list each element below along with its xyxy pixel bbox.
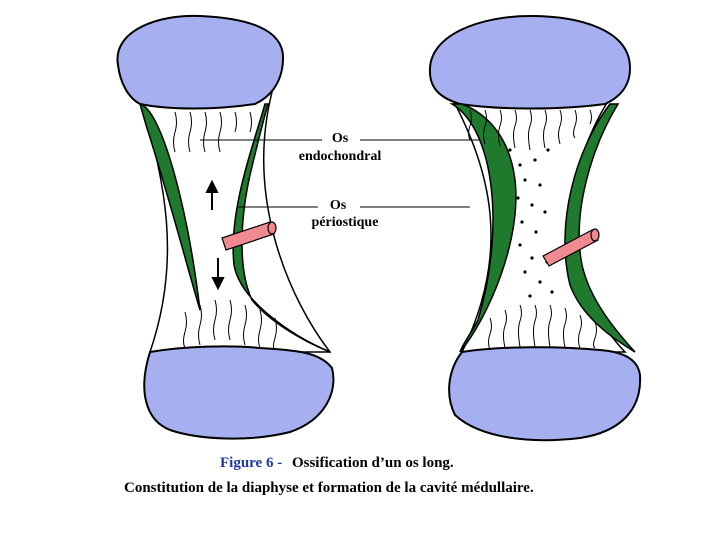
label-os-endochondral-line1: Os <box>332 131 349 146</box>
left-bottom-epiphysis <box>144 346 333 438</box>
label-os-periostique-line2: périostique <box>312 215 379 230</box>
caption-title-line: Figure 6 - Ossification d’un os long. <box>220 455 454 472</box>
right-bone <box>430 16 640 440</box>
left-bone <box>117 16 333 439</box>
right-top-epiphysis <box>430 16 630 109</box>
figure-title: Ossification d’un os long. <box>292 455 454 471</box>
right-bottom-epiphysis <box>449 347 640 440</box>
label-os-periostique-line1: Os <box>330 198 347 213</box>
figure-subtitle: Constitution de la diaphyse et formation… <box>124 480 534 497</box>
left-top-epiphysis <box>117 16 283 109</box>
label-os-endochondral-line2: endochondral <box>299 149 382 164</box>
figure-number: Figure 6 - <box>220 455 282 471</box>
